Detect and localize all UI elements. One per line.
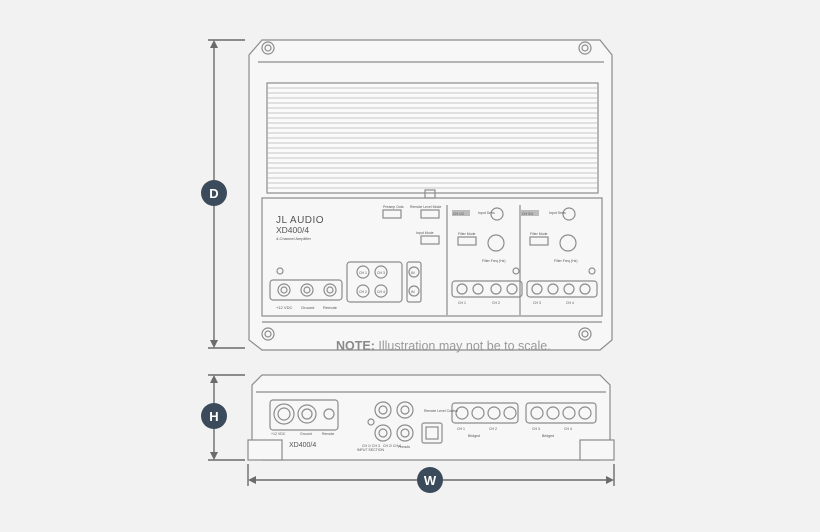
height-arrow-down-icon: [210, 452, 218, 460]
height-badge: [201, 403, 227, 429]
height-dimension: H: [201, 374, 245, 461]
front-preamp-label: Preouts: [398, 445, 410, 449]
front-remote-level-label: Remote Level Control: [424, 409, 458, 413]
input-ch2-label: CH 2: [359, 290, 367, 294]
front-12vdc-label: +12 VDC: [271, 432, 286, 436]
depth-dimension: D: [201, 39, 245, 349]
front-ch2-label: CH 2: [489, 427, 497, 431]
width-arrow-right-icon: [606, 476, 614, 484]
scale-note-label: NOTE:: [336, 339, 375, 353]
scale-note-text: Illustration may not be to scale.: [378, 339, 551, 353]
depth-badge: [201, 180, 227, 206]
front-model-name: XD400/4: [289, 442, 316, 449]
speaker-ch1-label: CH 1: [458, 301, 466, 305]
scale-note: NOTE: Illustration may not be to scale.: [336, 339, 551, 353]
width-badge: [417, 467, 443, 493]
brand-logo: JL AUDIO: [276, 215, 324, 226]
input-mode-label: Input Mode: [416, 231, 434, 235]
front-remote-label: Remote: [322, 432, 334, 436]
input-sens-label-34: Input Sens: [549, 211, 566, 215]
terminal-12vdc-label: +12 VDC: [276, 305, 292, 310]
speaker-ch4-label: CH 4: [566, 301, 574, 305]
remote-level-label: Remote Level Mode: [410, 205, 441, 209]
top-view: [248, 39, 613, 351]
input-ch4-label: CH 4: [377, 290, 385, 294]
input-ch3-label: CH 3: [377, 271, 385, 275]
front-bridged-label-1: Bridged: [468, 434, 480, 438]
input-side-label-2: IN: [411, 290, 415, 294]
height-arrow-up-icon: [210, 375, 218, 383]
input-side-label-1: IN: [411, 271, 415, 275]
input-section-label: INPUT SECTION: [357, 448, 384, 452]
front-view: [247, 374, 615, 461]
depth-arrow-down-icon: [210, 340, 218, 348]
terminal-ground-label: Ground: [301, 305, 314, 310]
terminal-remote-label: Remote: [323, 305, 338, 310]
front-ch3-label: CH 3: [532, 427, 540, 431]
filter-freq-label-12: Filter Freq (Hz): [482, 259, 506, 263]
depth-badge-label: D: [209, 186, 218, 201]
model-name: XD400/4: [276, 225, 309, 235]
height-badge-label: H: [209, 409, 218, 424]
depth-arrow-up-icon: [210, 40, 218, 48]
speaker-ch3-label: CH 3: [533, 301, 541, 305]
ch12-header: CH 1/2: [453, 212, 464, 216]
front-ground-label: Ground: [300, 432, 312, 436]
front-bridged-label-2: Bridged: [542, 434, 554, 438]
front-ch24-label: CH 2/ CH 4: [383, 444, 401, 448]
preamp-label: Preamp Outs: [383, 205, 404, 209]
input-sens-label-12: Input Sens: [478, 211, 495, 215]
width-arrow-left-icon: [248, 476, 256, 484]
width-badge-label: W: [424, 473, 437, 488]
speaker-ch2-label: CH 2: [492, 301, 500, 305]
front-ch13-label: CH 1/ CH 3: [362, 444, 380, 448]
heatsink-fins: [267, 87, 598, 189]
input-ch1-label: CH 1: [359, 271, 367, 275]
filter-mode-label-34: Filter Mode: [530, 232, 548, 236]
front-ch1-label: CH 1: [457, 427, 465, 431]
front-ch4-label: CH 4: [564, 427, 572, 431]
filter-freq-label-34: Filter Freq (Hz): [554, 259, 578, 263]
model-subtitle: 4-Channel Amplifier: [276, 236, 312, 241]
filter-mode-label-12: Filter Mode: [458, 232, 476, 236]
width-dimension: W: [247, 464, 615, 493]
ch34-header: CH 3/4: [522, 212, 533, 216]
